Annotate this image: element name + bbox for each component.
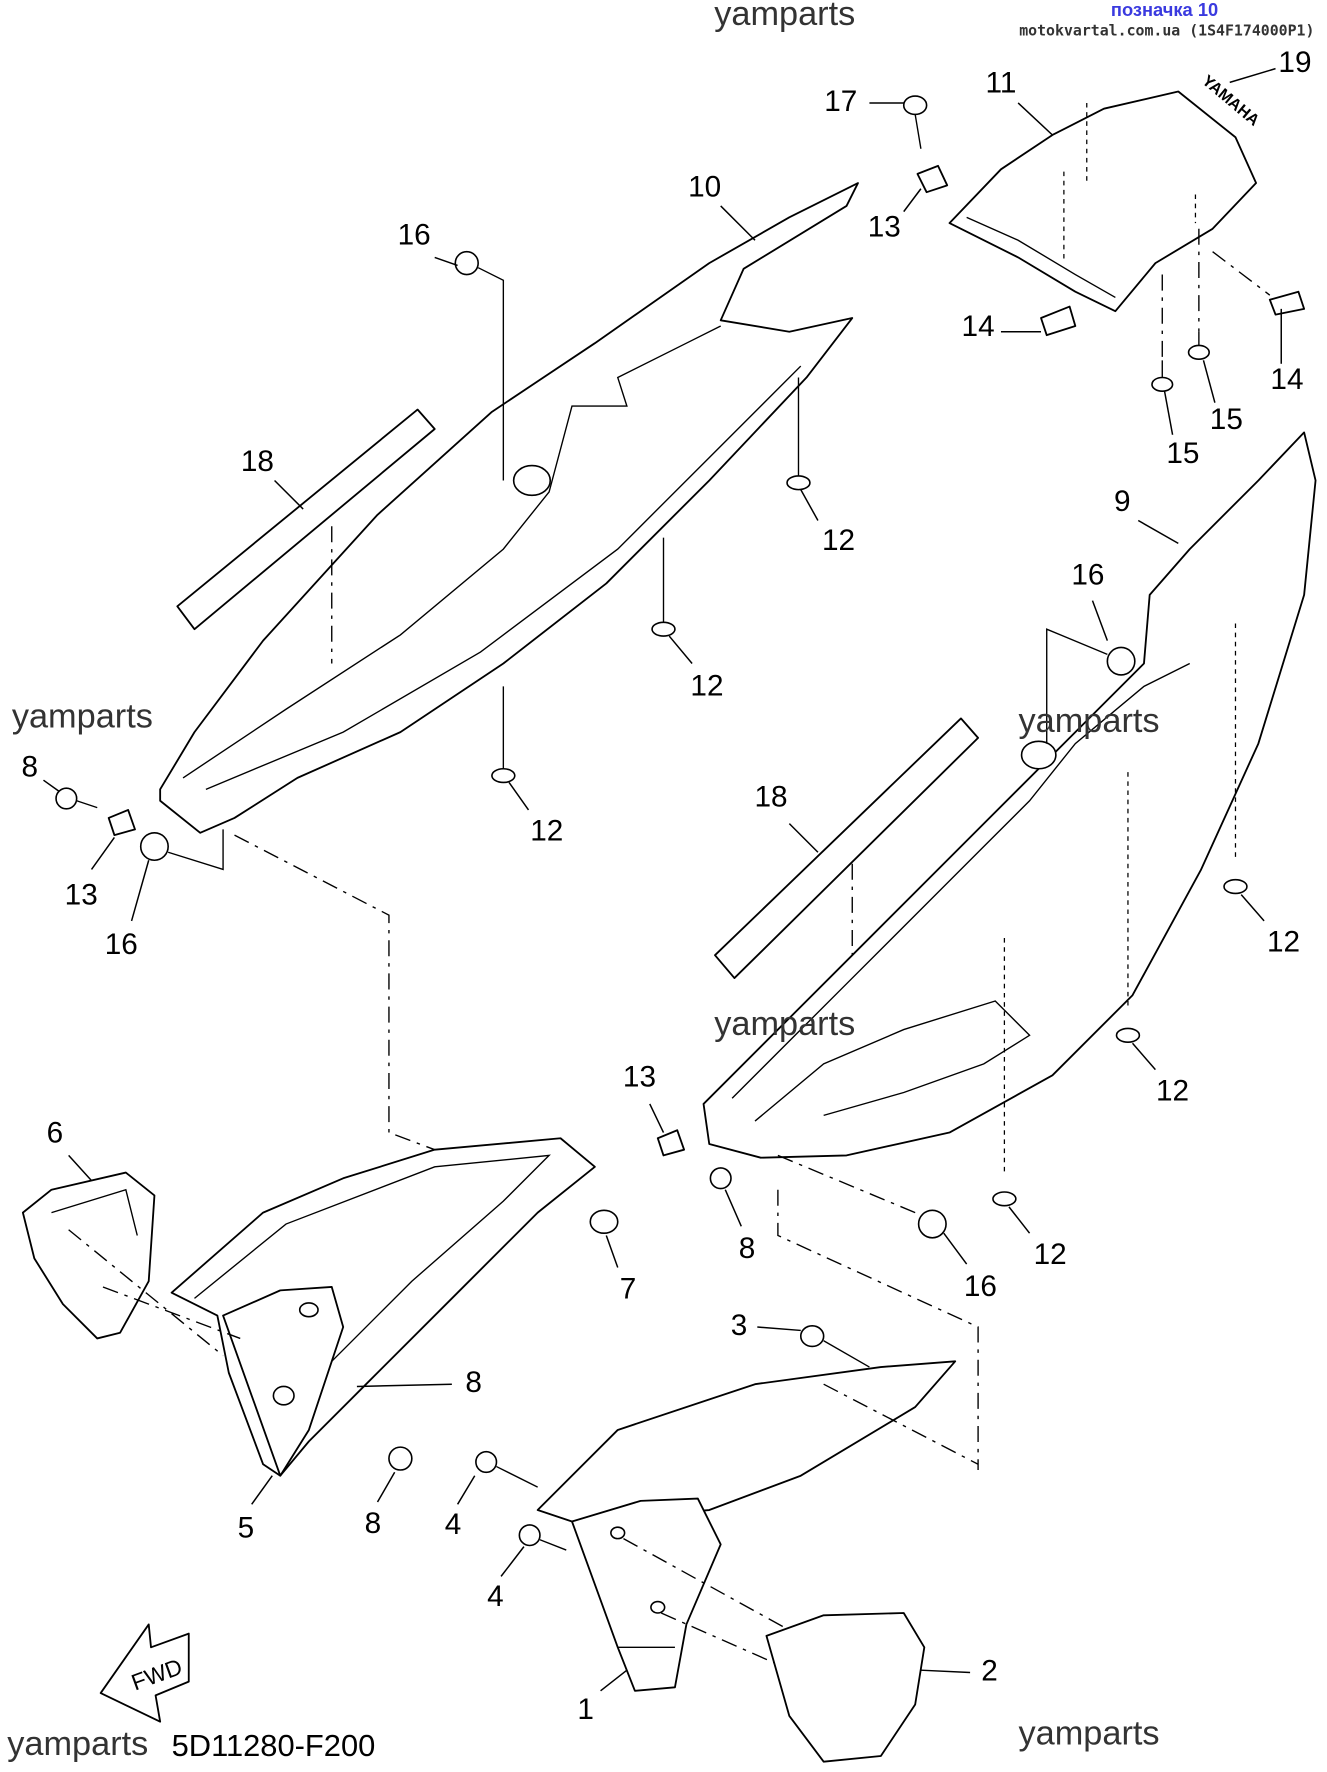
header-source: motokvartal.com.ua (1S4F174000P1) [1019,21,1314,39]
callout-2: 2 [981,1654,998,1687]
watermark: yamparts [1019,1714,1160,1752]
callout-5: 5 [238,1511,255,1544]
part-6-cover [21,1171,241,1357]
watermark: yamparts [12,697,153,735]
callout-4: 4 [487,1580,504,1613]
callout-14: 14 [962,310,995,343]
part-14-clip-left [1040,305,1077,337]
watermark: yamparts [7,1725,148,1763]
part-13-nut-right [656,1129,686,1157]
diagram-code: 5D11280-F200 [172,1728,376,1763]
callout-12: 12 [530,815,563,848]
callout-13: 13 [868,211,901,244]
callout-8: 8 [21,751,38,784]
watermark: yamparts [714,1005,855,1043]
callout-15: 15 [1210,403,1243,436]
callout-10: 10 [688,171,721,204]
part-8-screws [55,787,732,1471]
callout-7: 7 [620,1272,637,1305]
part-13-nut-left [107,809,136,837]
callout-16: 16 [398,219,431,252]
part-10-side-cover-left [159,182,859,834]
callout-numbers: 19 11 17 10 13 16 14 14 15 15 18 12 9 16… [21,46,1311,1726]
callout-12: 12 [690,669,723,702]
part-17-screw [902,95,928,149]
callout-12: 12 [822,524,855,557]
leader-lines [43,67,1282,1692]
part-15-screws [1151,228,1210,393]
part-7-grommet [589,1209,619,1234]
callout-18: 18 [241,445,274,478]
callout-8: 8 [365,1507,382,1540]
callout-13: 13 [65,879,98,912]
part-9-side-cover-right [702,431,1317,1159]
callout-4: 4 [445,1508,462,1541]
fwd-arrow-icon: FWD [99,1623,190,1723]
callout-15: 15 [1166,437,1199,470]
callout-11: 11 [986,67,1017,100]
callout-12: 12 [1156,1074,1189,1107]
callout-16: 16 [964,1270,997,1303]
watermark: yamparts [1019,702,1160,740]
callout-17: 17 [824,85,857,118]
callout-13: 13 [623,1061,656,1094]
callout-1: 1 [577,1693,594,1726]
part-13-nut-top [916,164,949,194]
part-5-bracket [170,1137,596,1477]
header-note: позначка 10 [1111,0,1218,20]
callout-3: 3 [731,1309,748,1342]
part-4-bolts [475,1450,567,1551]
part-2-emblem-cover [765,1612,926,1763]
callout-8: 8 [739,1232,756,1265]
callout-12: 12 [1267,926,1300,959]
callout-14: 14 [1270,363,1303,396]
callout-16: 16 [1071,558,1104,591]
callout-9: 9 [1114,485,1131,518]
part-1-lower-cover [536,1360,979,1692]
part-18-strip-left [176,408,436,664]
callout-12: 12 [1034,1238,1067,1271]
callout-16: 16 [105,928,138,961]
part-14-clip-right [1268,290,1306,316]
part-3-grommet [799,1325,870,1368]
watermarks: yamparts yamparts yamparts yamparts yamp… [7,0,1159,1763]
callout-19: 19 [1278,46,1311,79]
watermark: yamparts [714,0,855,33]
callout-8: 8 [465,1366,482,1399]
part-11-tail-cover: YAMAHA [948,72,1263,313]
callout-18: 18 [754,780,787,813]
callout-6: 6 [47,1117,64,1150]
part-12-bolts [491,377,1248,1207]
part-16-bolts [139,250,1136,1239]
